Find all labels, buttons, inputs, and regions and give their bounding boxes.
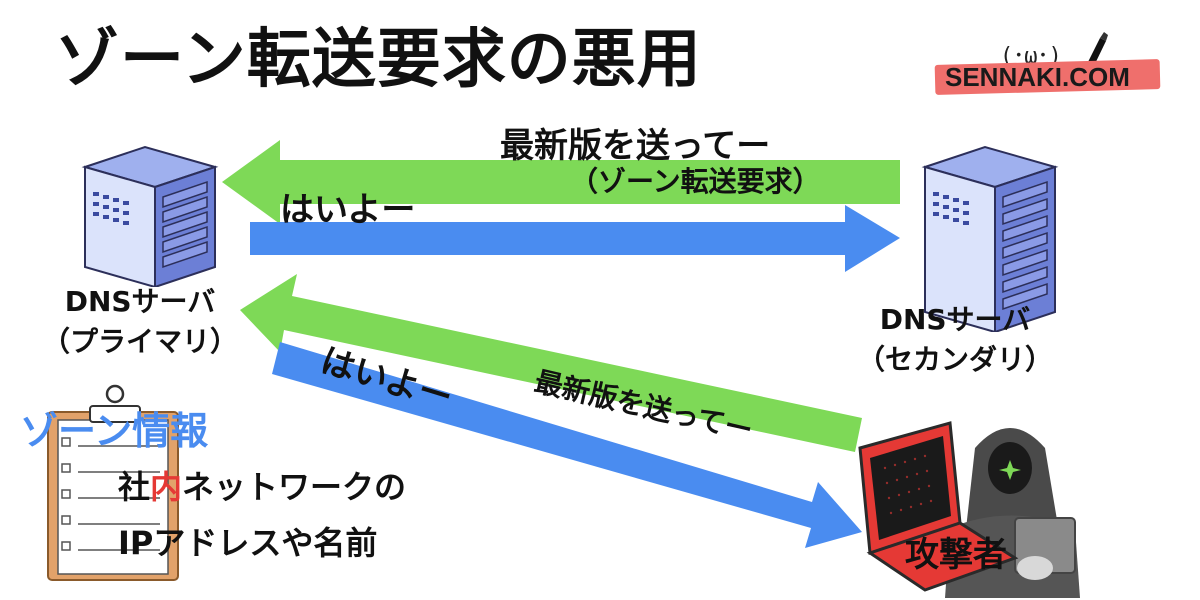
zone-info-line2: IPアドレスや名前 xyxy=(118,524,378,562)
zone-info-line1-highlight: 内 xyxy=(150,468,183,506)
secondary-server-name: DNSサーバ xyxy=(879,303,1031,336)
top-response-label: はいよー xyxy=(280,190,416,230)
primary-server-name: DNSサーバ xyxy=(64,285,216,318)
secondary-server-role: （セカンダリ） xyxy=(856,343,1053,376)
zone-info-line1-post: ネットワークの xyxy=(182,468,407,506)
attack-request-arrow xyxy=(240,274,862,452)
primary-server-role: （プライマリ） xyxy=(41,325,238,358)
attacker-icon xyxy=(858,421,1080,598)
page-title: ゾーン転送要求の悪用 xyxy=(55,23,702,97)
primary-server-icon xyxy=(81,145,219,287)
secondary-server-icon xyxy=(921,145,1059,332)
brand-site[interactable]: SENNAKI.COM xyxy=(945,62,1130,92)
top-request-arrow xyxy=(222,140,900,224)
zone-info-line1: 社内ネットワークの xyxy=(118,462,406,508)
primary-server-label: DNSサーバ （プライマリ） xyxy=(10,282,270,362)
top-request-label: 最新版を送ってー xyxy=(500,126,771,166)
attacker-label: 攻撃者 xyxy=(905,535,1007,575)
zone-info-line1-pre: 社 xyxy=(118,468,151,506)
top-response-arrow xyxy=(250,205,900,272)
zone-info-title: ゾーン情報 xyxy=(20,409,209,453)
attack-response-arrow xyxy=(272,342,862,548)
secondary-server-label: DNSサーバ （セカンダリ） xyxy=(810,300,1100,380)
top-request-sub: （ゾーン転送要求） xyxy=(570,165,821,198)
clipboard-icon xyxy=(47,384,179,581)
